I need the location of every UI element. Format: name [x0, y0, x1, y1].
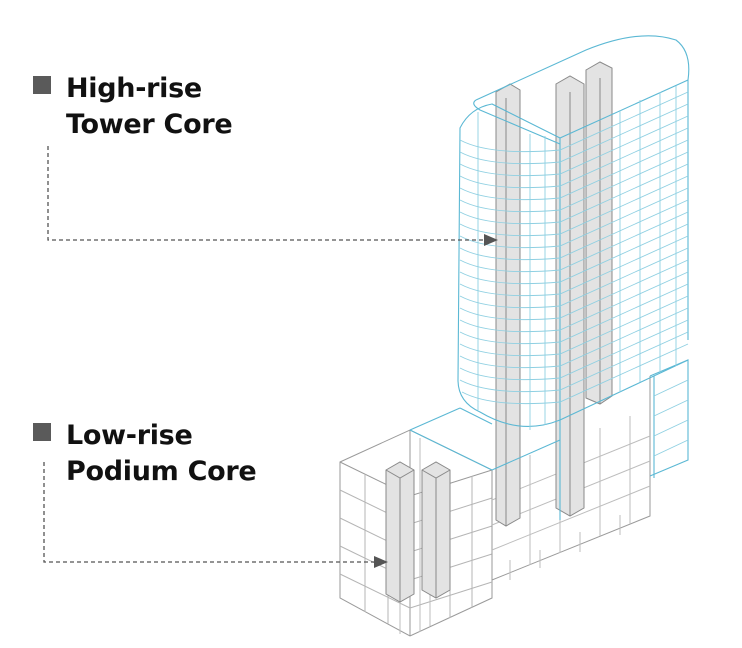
- legend-tower-label: High-rise Tower Core: [66, 71, 233, 143]
- tower-structure: [409, 35, 690, 520]
- leader-arrowheads: [374, 234, 498, 568]
- podium-core-shafts: [385, 461, 451, 603]
- tower-label-line2: Tower Core: [66, 109, 233, 140]
- tower-label-line1: High-rise: [66, 73, 202, 104]
- podium-label-line2: Podium Core: [66, 456, 257, 487]
- legend-podium-core: Low-rise Podium Core: [33, 418, 257, 490]
- legend-marker-square: [33, 423, 51, 441]
- legend-marker-square: [33, 76, 51, 94]
- podium-leader-line: [43, 462, 376, 563]
- arrow-right-icon: [374, 556, 388, 568]
- legend-podium-label: Low-rise Podium Core: [66, 418, 257, 490]
- leader-lines: [43, 146, 486, 563]
- tower-core-shafts: [495, 61, 613, 527]
- legend-tower-core: High-rise Tower Core: [33, 71, 233, 143]
- podium-label-line1: Low-rise: [66, 420, 193, 451]
- tower-leader-line: [47, 146, 486, 241]
- tower-floor-lines: [459, 86, 689, 457]
- arrow-right-icon: [484, 234, 498, 246]
